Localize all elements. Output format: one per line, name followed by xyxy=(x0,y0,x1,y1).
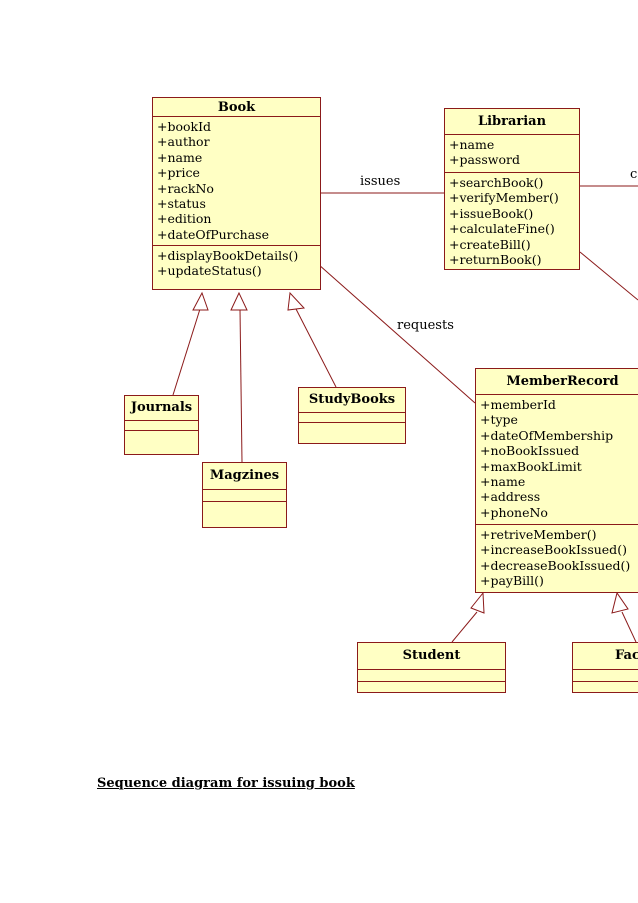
book-attributes: +bookId +author +name +price +rackNo +st… xyxy=(153,116,320,245)
requests-association-line xyxy=(317,263,476,404)
member-record-attribute: +dateOfMembership xyxy=(480,427,614,443)
student-operations xyxy=(358,681,505,682)
faculty-class-name: Fac xyxy=(615,648,638,663)
student-generalization-arrowhead xyxy=(470,591,485,614)
magzines-generalization-line xyxy=(239,308,243,463)
librarian-operation: +searchBook() xyxy=(449,175,544,190)
member-record-operation: +decreaseBookIssued() xyxy=(480,557,631,573)
journals-generalization-line xyxy=(172,308,201,396)
faculty-operations xyxy=(573,681,638,682)
faculty-class: Fac xyxy=(572,642,638,693)
studybooks-attributes xyxy=(299,412,405,422)
librarian-attributes: +name +password xyxy=(445,134,579,172)
student-class-name: Student xyxy=(402,648,461,663)
member-record-attributes: +memberId +type +dateOfMembership +noBoo… xyxy=(476,394,638,524)
librarian-right-label: c xyxy=(630,167,638,182)
librarian-attribute: +name xyxy=(449,137,495,152)
journals-class: Journals xyxy=(124,395,199,455)
book-class: Book +bookId +author +name +price +rackN… xyxy=(152,97,321,290)
journals-generalization-arrowhead xyxy=(192,291,209,311)
librarian-class-name: Librarian xyxy=(477,114,547,129)
journals-operations xyxy=(125,430,198,431)
member-record-operation: +payBill() xyxy=(480,573,544,589)
studybooks-generalization-arrowhead xyxy=(287,291,306,311)
librarian-operation: +issueBook() xyxy=(449,205,534,221)
librarian-operations: +searchBook() +verifyMember() +issueBook… xyxy=(445,172,579,269)
book-class-name: Book xyxy=(217,100,256,115)
studybooks-class: StudyBooks xyxy=(298,387,406,444)
member-record-attribute: +phoneNo xyxy=(480,504,548,520)
member-record-attribute: +memberId xyxy=(480,397,556,412)
member-record-operation: +increaseBookIssued() xyxy=(480,542,627,558)
book-attribute: +edition xyxy=(157,211,212,227)
book-attribute: +name xyxy=(157,149,203,165)
studybooks-operations xyxy=(299,422,405,423)
book-attribute: +price xyxy=(157,165,200,181)
librarian-attribute: +password xyxy=(449,152,520,168)
section-caption: Sequence diagram for issuing book xyxy=(97,776,355,791)
studybooks-generalization-line xyxy=(295,308,337,388)
student-generalization-line xyxy=(451,611,478,643)
member-record-class: MemberRecord +memberId +type +dateOfMemb… xyxy=(475,368,638,593)
faculty-attributes xyxy=(573,669,638,681)
journals-class-name: Journals xyxy=(130,400,193,415)
member-record-attribute: +noBookIssued xyxy=(480,443,580,459)
magzines-generalization-arrowhead xyxy=(230,291,248,311)
magzines-class-name: Magzines xyxy=(209,468,280,483)
journals-attributes xyxy=(125,420,198,430)
member-record-attribute: +name xyxy=(480,474,526,490)
book-attribute: +author xyxy=(157,134,210,150)
student-attributes xyxy=(358,669,505,681)
book-attribute: +rackNo xyxy=(157,180,214,196)
studybooks-class-name: StudyBooks xyxy=(308,392,396,407)
student-class: Student xyxy=(357,642,506,693)
librarian-operation: +returnBook() xyxy=(449,252,542,268)
book-operation: +displayBookDetails() xyxy=(157,248,299,263)
librarian-operation: +createBill() xyxy=(449,236,531,252)
faculty-generalization-arrowhead xyxy=(611,591,629,614)
faculty-generalization-line xyxy=(621,611,637,643)
member-record-attribute: +maxBookLimit xyxy=(480,458,582,474)
book-attribute: +status xyxy=(157,196,206,212)
magzines-class: Magzines xyxy=(202,462,287,528)
magzines-attributes xyxy=(203,489,286,501)
member-record-class-name: MemberRecord xyxy=(506,374,619,389)
book-attribute: +dateOfPurchase xyxy=(157,226,269,242)
member-record-operations: +retriveMember() +increaseBookIssued() +… xyxy=(476,524,638,591)
librarian-lower-association-line xyxy=(579,251,638,301)
librarian-operation: +verifyMember() xyxy=(449,190,559,206)
magzines-operations xyxy=(203,501,286,502)
requests-label: requests xyxy=(397,318,454,333)
book-operations: +displayBookDetails() +updateStatus() xyxy=(153,245,320,281)
librarian-class: Librarian +name +password +searchBook() … xyxy=(444,108,580,270)
book-attribute: +bookId xyxy=(157,119,212,134)
book-operation: +updateStatus() xyxy=(157,263,262,279)
member-record-attribute: +type xyxy=(480,412,518,428)
librarian-operation: +calculateFine() xyxy=(449,221,555,237)
member-record-operation: +retriveMember() xyxy=(480,527,597,542)
member-record-attribute: +address xyxy=(480,489,541,505)
issues-label: issues xyxy=(360,174,401,189)
